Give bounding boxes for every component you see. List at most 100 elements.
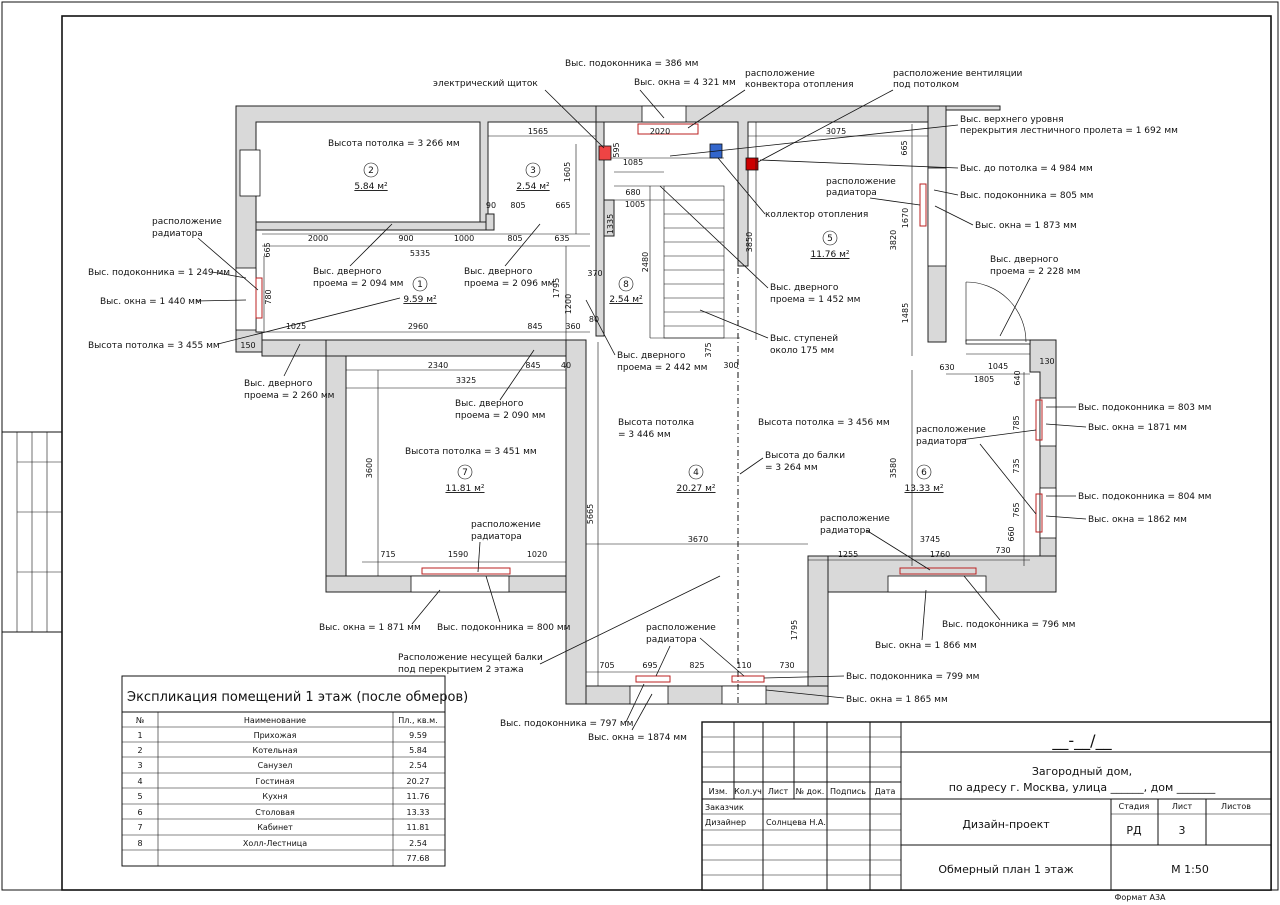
table-row: 6 <box>137 808 142 817</box>
note-ceil-3266: Высота потолка = 3 266 мм <box>328 139 460 149</box>
dim: 805 <box>510 201 525 210</box>
table-row: Кабинет <box>257 823 293 832</box>
dim: 90 <box>486 201 496 210</box>
dim: 665 <box>555 201 570 210</box>
dim: 845 <box>525 361 540 370</box>
tb-customer-label: Заказчик <box>705 803 744 812</box>
table-row: 20.27 <box>407 777 430 786</box>
note-rad-right-2: радиатора <box>916 437 967 447</box>
dim: 845 <box>527 322 542 331</box>
tb-designer-name: Солнцева Н.А. <box>766 818 826 827</box>
table-row: 7 <box>137 823 142 832</box>
dim: 715 <box>380 550 395 559</box>
room-3-area: 2.54 м² <box>516 182 550 192</box>
dim: 1085 <box>623 158 643 167</box>
room-8-number: 8 <box>623 280 629 290</box>
note-beam2-a: Расположение несущей балки <box>398 653 543 663</box>
dim: 630 <box>939 363 954 372</box>
dim: 3600 <box>365 458 374 478</box>
table-row: 2 <box>137 746 142 755</box>
table-row: Гостиная <box>256 777 295 786</box>
dim: 3325 <box>456 376 476 385</box>
tb-stage-type: Дизайн-проект <box>962 818 1050 831</box>
walls <box>235 105 1057 705</box>
note-rad-7-a: расположение <box>471 520 541 530</box>
tb-scale: М 1:50 <box>1171 863 1209 876</box>
note-vent-2: под потолком <box>893 80 959 90</box>
tb-code: __-__/__ <box>1051 731 1112 751</box>
dim: 5665 <box>586 504 595 524</box>
dim: 765 <box>1012 502 1021 517</box>
tb-header-doc: № док. <box>796 787 825 796</box>
tb-format: Формат А3А <box>1114 893 1166 902</box>
dim: 1760 <box>930 550 950 559</box>
note-door-2096-b: проема = 2 096 мм <box>464 279 554 289</box>
table-row: 3 <box>137 761 142 770</box>
note-ceil-3455: Высота потолка = 3 455 мм <box>88 341 220 351</box>
table-row: Холл-Лестница <box>243 839 307 848</box>
dim: 80 <box>589 315 599 324</box>
room-6-area: 13.33 м² <box>904 484 943 494</box>
note-win-1873: Выс. окна = 1 873 мм <box>975 221 1077 231</box>
tb-header-koluch: Кол.уч <box>734 787 762 796</box>
note-rad-kitchen-1: расположение <box>826 177 896 187</box>
table-row: 5 <box>137 792 142 801</box>
note-rad-6-a: расположение <box>820 514 890 524</box>
note-steps-b: около 175 мм <box>770 346 834 356</box>
tb-stage-header: Стадия <box>1119 802 1150 811</box>
dim: 660 <box>1007 526 1016 541</box>
dim: 300 <box>723 361 738 370</box>
dim: 2000 <box>308 234 328 243</box>
dim: 3075 <box>826 127 846 136</box>
dim: 2480 <box>641 252 650 272</box>
note-rad-kitchen-2: радиатора <box>826 188 877 198</box>
dim: 1005 <box>625 200 645 209</box>
note-rad-4-b: радиатора <box>646 635 697 645</box>
tb-header-list: Лист <box>768 787 789 796</box>
table-row: Кухня <box>262 792 287 801</box>
dim: 1045 <box>988 362 1008 371</box>
note-sill-797: Выс. подоконника = 797 мм <box>500 719 633 729</box>
note-win-1440: Выс. окна = 1 440 мм <box>100 297 202 307</box>
table-row: 11.76 <box>407 792 430 801</box>
note-door-1452-a: Выс. дверного <box>770 283 839 293</box>
note-electric-panel: электрический щиток <box>433 79 538 89</box>
room-1-number: 1 <box>417 280 423 290</box>
dim: 735 <box>1012 458 1021 473</box>
title-block: Изм. Кол.уч Лист № док. Подпись Дата Зак… <box>701 721 1272 902</box>
note-sill-800: Выс. подоконника = 800 мм <box>437 623 570 633</box>
annotations: Выс. подоконника = 386 мм Выс. окна = 4 … <box>88 59 1211 743</box>
dim: 1605 <box>563 162 572 182</box>
tb-header-date: Дата <box>875 787 896 796</box>
dim: 640 <box>1013 370 1022 385</box>
explication-header-num: № <box>136 716 145 725</box>
dim: 5335 <box>410 249 430 258</box>
room-7-area: 11.81 м² <box>445 484 484 494</box>
note-door-2260-b: проема = 2 260 мм <box>244 391 334 401</box>
tb-project-line2: по адресу г. Москва, улица ______, дом _… <box>949 781 1216 794</box>
tb-drawing-name: Обмерный план 1 этаж <box>938 863 1073 876</box>
room-4-area: 20.27 м² <box>676 484 715 494</box>
dim: 1485 <box>901 303 910 323</box>
dim: 695 <box>642 661 657 670</box>
tb-sheet-value: 3 <box>1179 824 1186 837</box>
dim: 805 <box>507 234 522 243</box>
dim: 900 <box>398 234 413 243</box>
tb-header-izm: Изм. <box>709 787 728 796</box>
dim: 130 <box>1039 357 1054 366</box>
note-beam-a: Высота до балки <box>765 451 845 461</box>
note-door-2096-a: Выс. дверного <box>464 267 533 277</box>
dim: 1805 <box>974 375 994 384</box>
note-win-1866: Выс. окна = 1 866 мм <box>875 641 977 651</box>
dim: 730 <box>995 546 1010 555</box>
dim: 1795 <box>790 620 799 640</box>
note-rad-left-2: радиатора <box>152 229 203 239</box>
note-win-1871-r: Выс. окна = 1871 мм <box>1088 423 1187 433</box>
dim: 3580 <box>889 458 898 478</box>
dim: 2960 <box>408 322 428 331</box>
note-door-2094-b: проема = 2 094 мм <box>313 279 403 289</box>
note-rad-6-b: радиатора <box>820 526 871 536</box>
tb-designer-label: Дизайнер <box>705 818 746 827</box>
dim: 1020 <box>527 550 547 559</box>
